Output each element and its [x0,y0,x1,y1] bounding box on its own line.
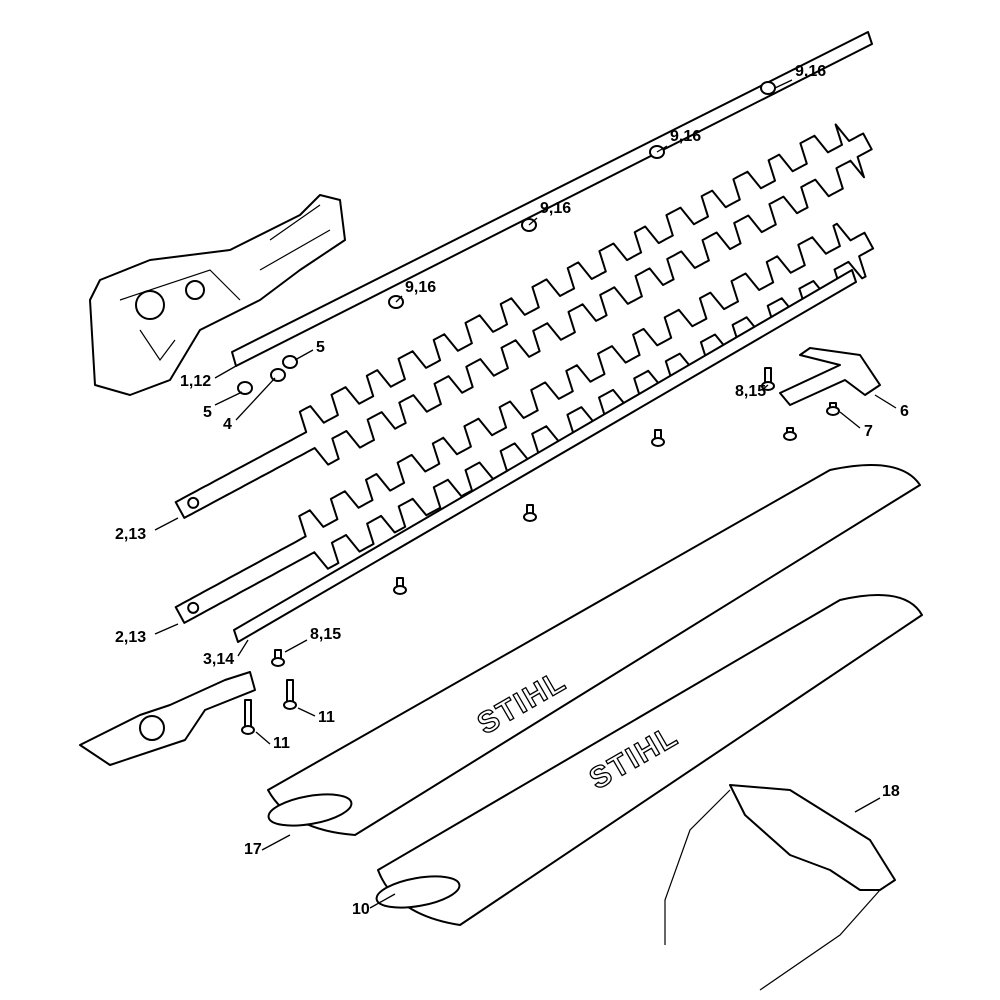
leader-line [528,217,538,226]
leader-line [214,365,237,379]
part-number-label: 9,16 [405,279,436,296]
nut [237,381,253,395]
leader-line [656,145,668,153]
leader-line [235,377,276,421]
part-number-label: 11 [273,735,290,752]
part-number-label: 1,12 [180,373,211,390]
part-number-label: 2,13 [115,629,146,646]
leader-line [237,639,249,657]
leader-line [261,834,291,851]
rail-bar [231,31,873,367]
leader-line [839,411,861,429]
leader-line [154,517,179,531]
leader-line [214,391,243,406]
gearbox-housing [89,194,346,396]
blade-hole [187,496,200,509]
base-plate [79,671,256,766]
blade-guard [779,347,881,406]
nut [282,355,298,369]
part-number-label: 6 [900,403,909,420]
part-number-label: 10 [352,901,370,918]
leader-line [297,707,316,717]
leader-line [854,797,881,813]
screw-head [826,406,840,416]
blade-upper [174,123,873,519]
part-number-label: 5 [203,404,212,421]
screw-head [651,437,665,447]
part-number-label: 11 [318,709,335,726]
part-number-label: 5 [316,339,325,356]
leader-line [761,384,769,391]
screw-head [241,725,255,735]
blade-cover-17: STIHL [267,464,921,836]
blades [174,123,875,624]
leader-line [294,349,314,361]
screw-head [523,512,537,522]
leader-line [369,893,396,909]
nut [760,81,776,95]
safety-glasses [664,784,896,991]
screw-head [271,657,285,667]
part-number-label: 2,13 [115,526,146,543]
screw-head [393,585,407,595]
blade-hole [187,601,200,614]
part-number-label: 9,16 [795,63,826,80]
part-number-label: 3,14 [203,651,234,668]
leader-line [395,295,403,303]
leader-line [874,394,897,409]
leader-line [154,623,179,635]
blade-strip [233,269,857,643]
part-number-label: 17 [244,841,262,858]
part-number-label: 9,16 [670,128,701,145]
screw-head [783,431,797,441]
part-number-label: 8,15 [310,626,341,643]
blade-lower [174,222,875,624]
part-number-label: 8,15 [735,383,766,400]
part-number-label: 18 [882,783,900,800]
leader-line [284,639,308,653]
leader-line [774,79,793,89]
part-number-label: 4 [223,416,232,433]
screw-head [283,700,297,710]
leader-line [255,731,271,745]
part-number-label: 7 [864,423,873,440]
part-number-label: 9,16 [540,200,571,217]
